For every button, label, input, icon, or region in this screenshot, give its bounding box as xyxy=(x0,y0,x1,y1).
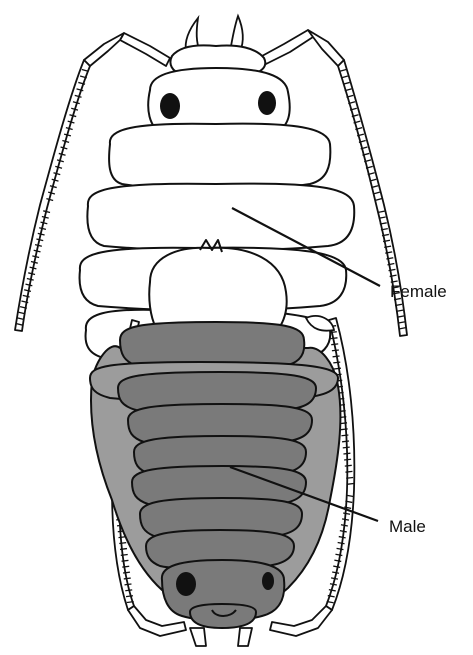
antenna-segment-mark xyxy=(331,344,338,345)
female-segment-1 xyxy=(109,124,330,190)
antenna-segment-mark xyxy=(121,554,128,555)
antenna-segment-mark xyxy=(347,484,354,485)
antenna-segment-mark xyxy=(122,566,129,567)
antenna-segment-mark xyxy=(119,543,126,544)
antenna-segment-mark xyxy=(124,578,131,579)
female-right-eye xyxy=(258,91,276,115)
antenna-segment-mark xyxy=(333,356,340,357)
antenna-segment-mark xyxy=(341,435,348,436)
antenna-segment-mark xyxy=(341,429,348,430)
female-right-antenna-base xyxy=(262,30,313,64)
antenna-segment-mark xyxy=(345,465,352,466)
antenna-segment-mark xyxy=(330,332,337,333)
antenna-segment-mark xyxy=(126,596,133,597)
male-right-uropod xyxy=(238,628,252,646)
antenna-segment-mark xyxy=(334,368,341,369)
antenna-segment-mark xyxy=(332,350,339,351)
antenna-segment-mark xyxy=(123,572,130,573)
antenna-segment-mark xyxy=(343,453,350,454)
antenna-segment-mark xyxy=(346,477,353,478)
female-left-antenna-base-2 xyxy=(84,33,124,66)
female-left-antenna-base xyxy=(120,33,170,66)
female-label: Female xyxy=(390,283,447,300)
antenna-segment-mark xyxy=(333,362,340,363)
antenna-segment-mark xyxy=(125,584,132,585)
antenna-segment-mark xyxy=(343,447,350,448)
male-label: Male xyxy=(389,518,426,535)
antenna-segment-mark xyxy=(331,338,338,339)
female-left-eye xyxy=(160,93,180,119)
male-right-antenna-base xyxy=(270,606,332,636)
antenna-segment-mark xyxy=(342,441,349,442)
antenna-segment-mark xyxy=(127,602,134,603)
female-right-antenna-base-2 xyxy=(308,30,344,66)
antenna-segment-mark xyxy=(119,537,126,538)
antenna-segment-mark xyxy=(345,471,352,472)
antenna-segment-mark xyxy=(344,459,351,460)
male-left-uropod xyxy=(190,628,206,646)
antenna-segment-mark xyxy=(125,590,132,591)
female-segment-2 xyxy=(87,184,354,251)
male-left-eye xyxy=(176,572,196,596)
female-body xyxy=(80,45,355,361)
antenna-segment-mark xyxy=(120,549,127,550)
male-right-eye xyxy=(262,572,274,590)
antenna-segment-mark xyxy=(122,560,129,561)
